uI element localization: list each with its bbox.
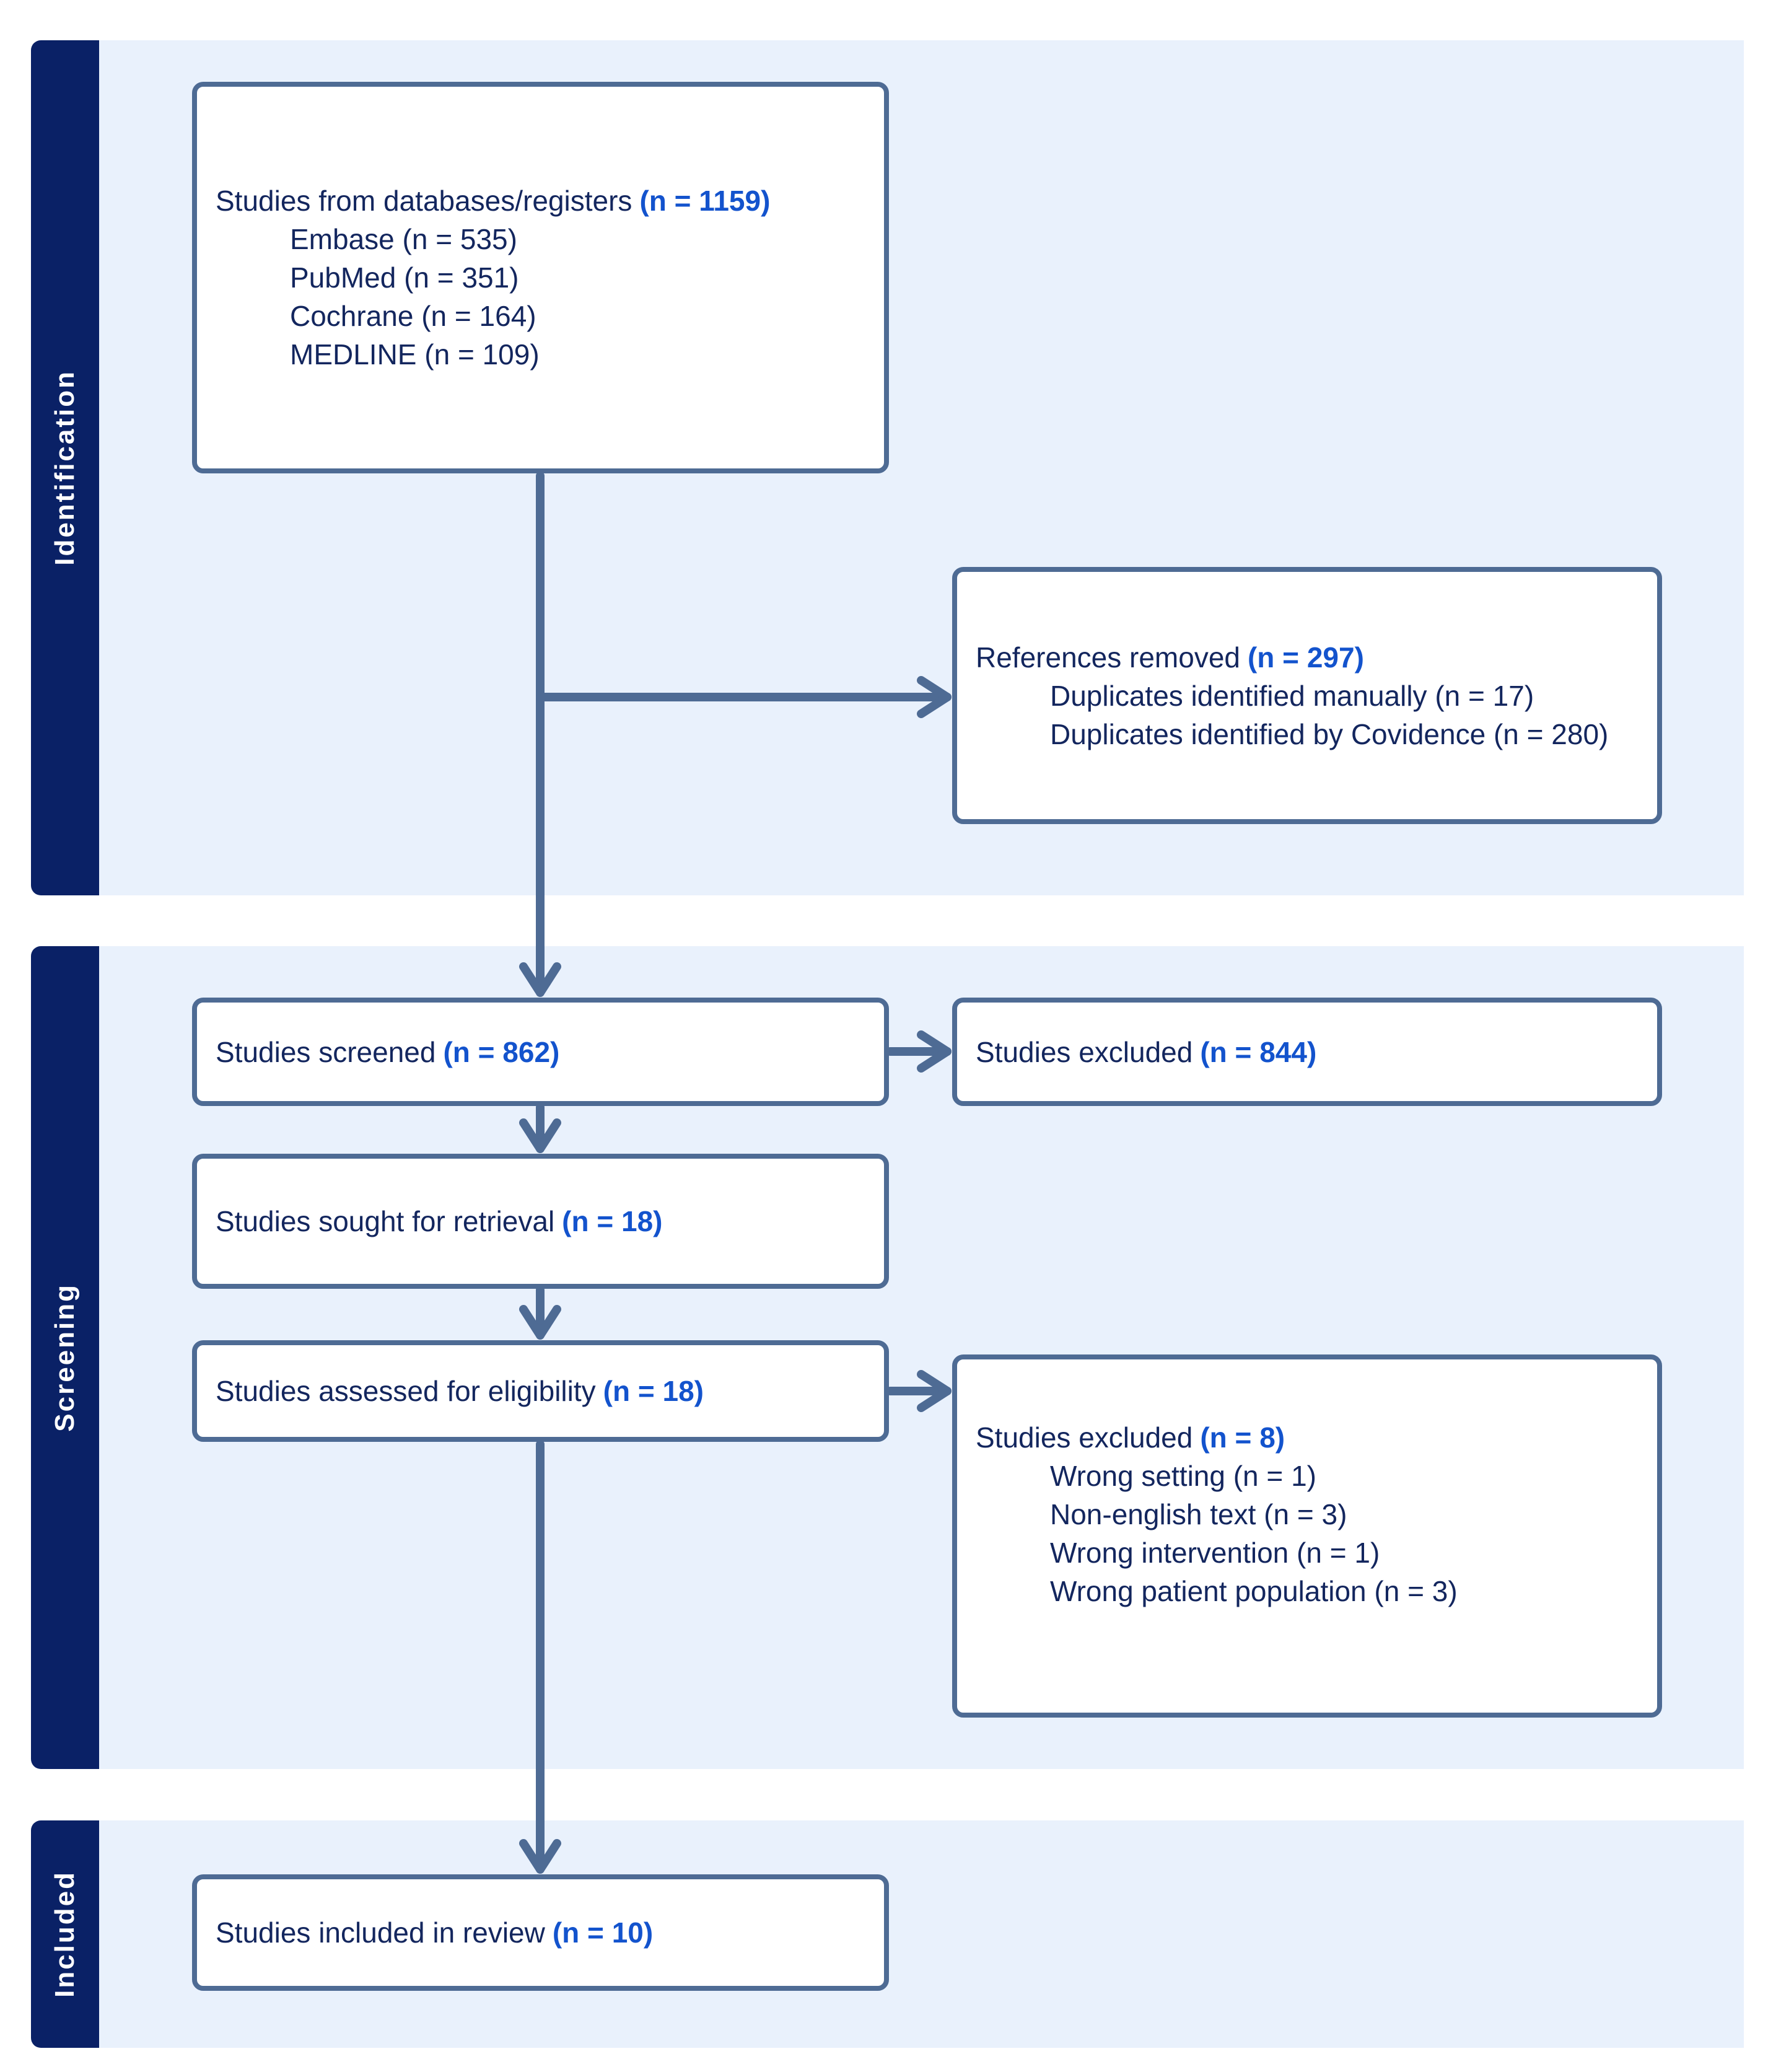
box-title: Studies screened(n = 862)	[216, 1033, 874, 1071]
box-title: Studies from databases/registers(n = 115…	[216, 182, 874, 220]
arrowhead-assessed-to-excluded	[917, 1370, 952, 1412]
box-count: (n = 1159)	[639, 185, 771, 217]
box-studies-excluded-eligibility: Studies excluded(n = 8) Wrong setting (n…	[952, 1354, 1662, 1718]
sidebar-stage-identification: Identification	[31, 40, 99, 895]
box-studies-sought: Studies sought for retrieval(n = 18)	[192, 1154, 889, 1289]
box-item: Wrong setting (n = 1)	[1050, 1460, 1316, 1492]
arrowhead-branch-to-references-removed	[917, 676, 952, 718]
box-title-text: Studies assessed for eligibility	[216, 1375, 596, 1407]
box-title-text: Studies sought for retrieval	[216, 1205, 555, 1237]
box-count: (n = 8)	[1200, 1421, 1285, 1454]
box-title-text: References removed	[976, 641, 1240, 674]
box-count: (n = 862)	[443, 1035, 560, 1068]
box-count: (n = 297)	[1247, 641, 1364, 674]
sidebar-stage-included: Included	[31, 1820, 99, 2048]
arrowhead-sought-to-assessed	[519, 1305, 561, 1340]
box-databases-registers: Studies from databases/registers(n = 115…	[192, 82, 889, 473]
box-title: Studies included in review(n = 10)	[216, 1913, 874, 1952]
box-title: Studies excluded(n = 844)	[976, 1033, 1647, 1071]
box-studies-screened: Studies screened(n = 862)	[192, 998, 889, 1106]
box-item: Duplicates identified manually (n = 17)	[1050, 679, 1534, 712]
box-item: MEDLINE (n = 109)	[290, 338, 540, 371]
box-title: Studies assessed for eligibility(n = 18)	[216, 1372, 874, 1410]
box-title-text: Studies excluded	[976, 1421, 1193, 1454]
box-references-removed: References removed(n = 297) Duplicates i…	[952, 567, 1662, 824]
box-item: Cochrane (n = 164)	[290, 300, 536, 332]
box-title: Studies excluded(n = 8)	[976, 1418, 1647, 1457]
arrowhead-screened-to-excluded	[917, 1030, 952, 1073]
box-studies-included: Studies included in review(n = 10)	[192, 1874, 889, 1991]
arrowhead-screened-to-sought	[519, 1118, 561, 1153]
box-title: References removed(n = 297)	[976, 638, 1647, 677]
box-title-text: Studies screened	[216, 1035, 436, 1068]
arrowhead-databases-to-screened	[519, 962, 561, 997]
sidebar-stage-screening: Screening	[31, 946, 99, 1769]
box-title-text: Studies excluded	[976, 1035, 1193, 1068]
box-item: PubMed (n = 351)	[290, 261, 519, 294]
box-title-text: Studies included in review	[216, 1916, 545, 1949]
box-item: Non-english text (n = 3)	[1050, 1498, 1347, 1530]
box-item: Wrong intervention (n = 1)	[1050, 1537, 1380, 1569]
box-studies-excluded-screening: Studies excluded(n = 844)	[952, 998, 1662, 1106]
box-item: Wrong patient population (n = 3)	[1050, 1575, 1458, 1607]
box-studies-assessed: Studies assessed for eligibility(n = 18)	[192, 1340, 889, 1442]
box-item: Duplicates identified by Covidence (n = …	[1050, 718, 1609, 750]
box-count: (n = 18)	[603, 1375, 704, 1407]
box-count: (n = 18)	[562, 1205, 663, 1237]
box-title: Studies sought for retrieval(n = 18)	[216, 1202, 874, 1240]
box-title-text: Studies from databases/registers	[216, 185, 632, 217]
box-item: Embase (n = 535)	[290, 223, 517, 255]
arrowhead-assessed-to-included	[519, 1839, 561, 1874]
box-count: (n = 844)	[1200, 1035, 1317, 1068]
box-count: (n = 10)	[552, 1916, 654, 1949]
